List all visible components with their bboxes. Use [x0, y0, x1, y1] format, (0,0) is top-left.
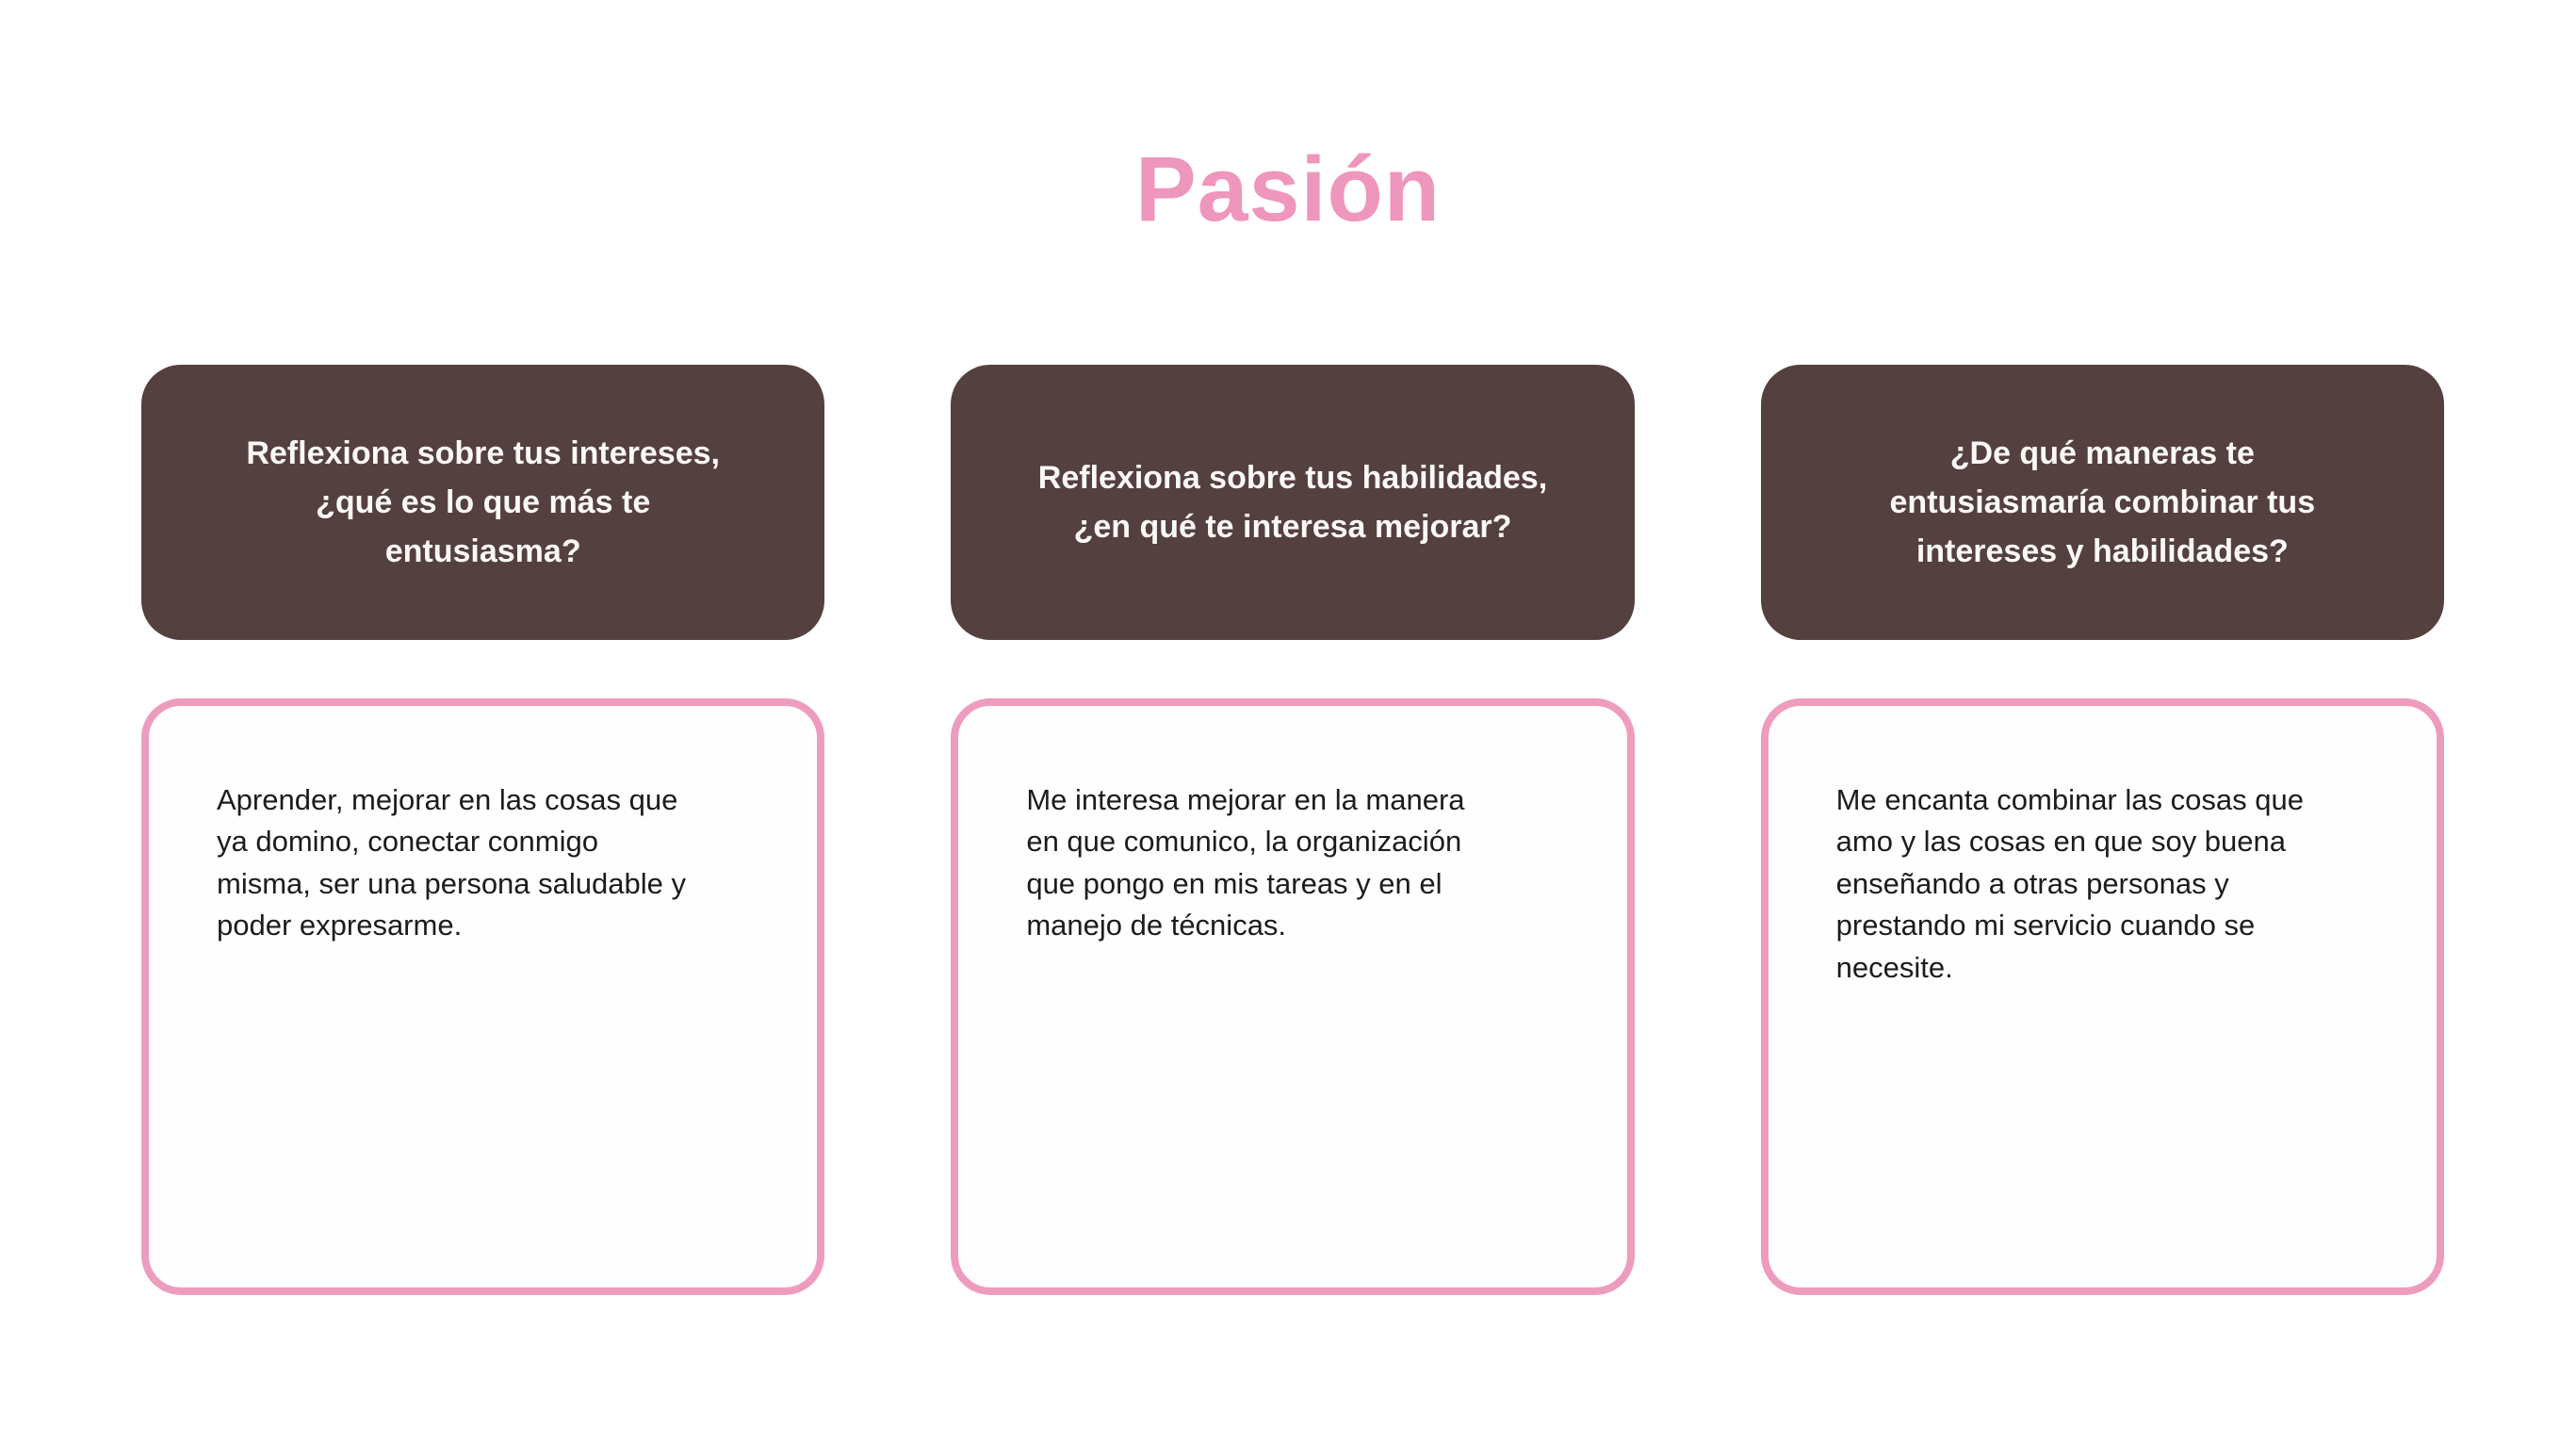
question-card: ¿De qué maneras te entusiasmaría combina… [1760, 364, 2444, 640]
column-combinar: ¿De qué maneras te entusiasmaría combina… [1760, 364, 2444, 1295]
answer-text: Aprender, mejorar en las cosas que ya do… [217, 782, 686, 942]
answer-card: Me encanta combinar las cosas que amo y … [1760, 697, 2444, 1295]
answer-text: Me interesa mejorar en la manera en que … [1026, 782, 1465, 942]
answer-card: Me interesa mejorar en la manera en que … [951, 697, 1635, 1295]
answer-card: Aprender, mejorar en las cosas que ya do… [141, 697, 825, 1295]
column-intereses: Reflexiona sobre tus intereses, ¿qué es … [141, 364, 825, 1295]
question-card: Reflexiona sobre tus habilidades, ¿en qu… [951, 364, 1635, 640]
question-card: Reflexiona sobre tus intereses, ¿qué es … [141, 364, 825, 640]
questions-grid: Reflexiona sobre tus intereses, ¿qué es … [0, 364, 2576, 1295]
title-wrap: Pasión [0, 0, 2576, 240]
answer-text: Me encanta combinar las cosas que amo y … [1835, 782, 2304, 984]
question-text: Reflexiona sobre tus habilidades, ¿en qu… [1037, 459, 1548, 545]
question-text: ¿De qué maneras te entusiasmaría combina… [1889, 434, 2316, 569]
page-title: Pasión [1134, 138, 1442, 240]
question-text: Reflexiona sobre tus intereses, ¿qué es … [246, 434, 720, 569]
column-habilidades: Reflexiona sobre tus habilidades, ¿en qu… [951, 364, 1635, 1295]
